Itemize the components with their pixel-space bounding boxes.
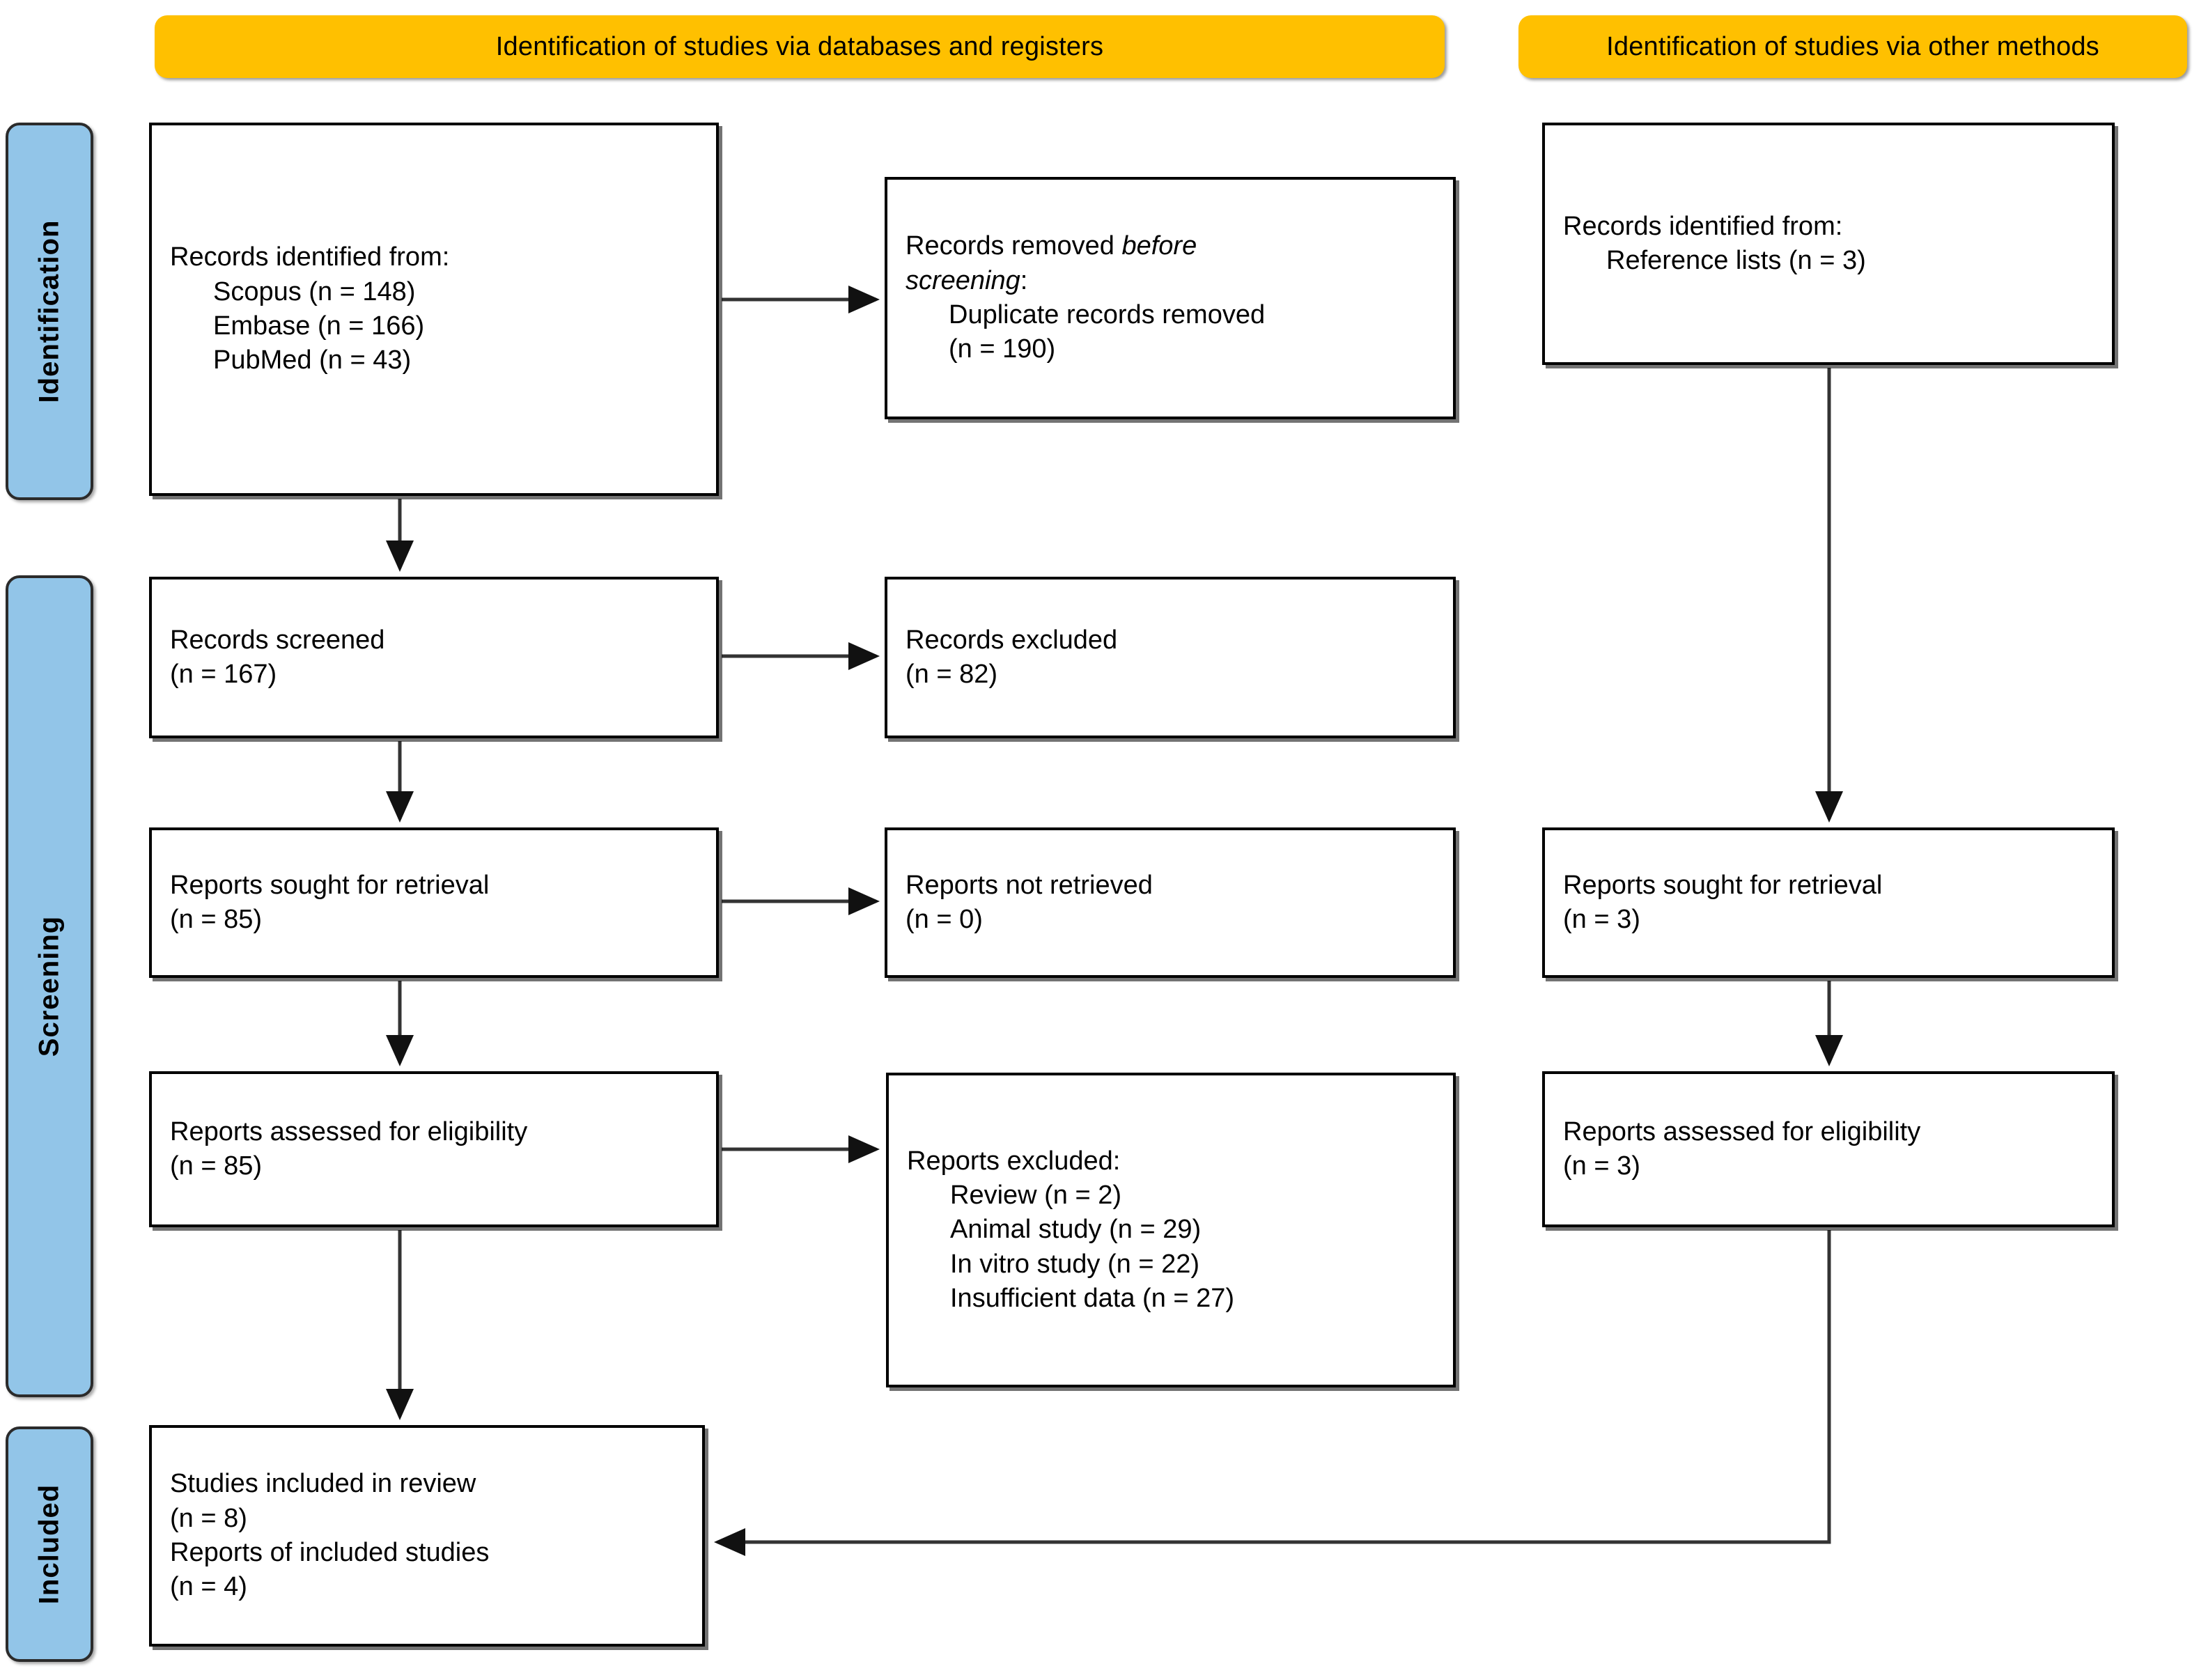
banner-other-label: Identification of studies via other meth…: [1606, 31, 2099, 61]
reports-excluded-reason-review: Review (n = 2): [950, 1180, 1122, 1210]
box-records-identified: Records identified from: Scopus (n = 148…: [149, 123, 719, 496]
studies-included-label: Studies included in review: [170, 1469, 476, 1499]
studies-included-count: (n = 8): [170, 1503, 247, 1533]
box-reports-assessed-for-eligibility: Reports assessed for eligibility (n = 85…: [149, 1071, 719, 1227]
box-reports-sought-for-retrieval: Reports sought for retrieval (n = 85): [149, 827, 719, 978]
banner-identification-databases: Identification of studies via databases …: [155, 15, 1445, 78]
box-other-reports-assessed-for-eligibility: Reports assessed for eligibility (n = 3): [1542, 1071, 2115, 1227]
reports-assessed-label: Reports assessed for eligibility: [170, 1117, 528, 1146]
other-reports-assessed-label: Reports assessed for eligibility: [1563, 1117, 1921, 1146]
stage-sidebar-screening: Screening: [6, 575, 93, 1397]
banner-databases-label: Identification of studies via databases …: [495, 31, 1104, 61]
reports-not-retrieved-label: Reports not retrieved: [906, 870, 1153, 900]
reports-of-included-studies-count: (n = 4): [170, 1572, 247, 1602]
records-excluded-count: (n = 82): [906, 660, 998, 689]
reports-excluded-reason-insufficient-data: Insufficient data (n = 27): [950, 1284, 1235, 1314]
reports-excluded-reason-in-vitro-study: In vitro study (n = 22): [950, 1249, 1199, 1279]
duplicate-records-removed-label: Duplicate records removed: [949, 300, 1266, 329]
other-records-identified-title: Records identified from:: [1563, 211, 1843, 241]
stage-label-identification: Identification: [33, 219, 65, 403]
reports-not-retrieved-count: (n = 0): [906, 905, 983, 934]
records-identified-source-embase: Embase (n = 166): [213, 311, 425, 341]
other-reports-sought-label: Reports sought for retrieval: [1563, 870, 1883, 900]
records-removed-title-emphasis-screening: screening: [906, 265, 1020, 295]
other-records-identified-reference-lists: Reference lists (n = 3): [1606, 246, 1866, 275]
reports-sought-label: Reports sought for retrieval: [170, 870, 490, 900]
other-reports-assessed-count: (n = 3): [1563, 1151, 1640, 1181]
reports-sought-count: (n = 85): [170, 905, 263, 934]
box-studies-included-in-review: Studies included in review (n = 8) Repor…: [149, 1425, 705, 1647]
duplicate-records-removed-count: (n = 190): [949, 334, 1056, 364]
records-screened-count: (n = 167): [170, 660, 277, 689]
records-identified-source-scopus: Scopus (n = 148): [213, 277, 416, 306]
records-removed-title-line1: Records removed before: [906, 229, 1435, 263]
records-removed-title-emphasis-before: before: [1121, 231, 1197, 261]
box-records-excluded: Records excluded (n = 82): [885, 577, 1456, 738]
reports-excluded-reason-animal-study: Animal study (n = 29): [950, 1215, 1202, 1245]
box-reports-not-retrieved: Reports not retrieved (n = 0): [885, 827, 1456, 978]
stage-sidebar-identification: Identification: [6, 123, 93, 500]
stage-sidebar-included: Included: [6, 1426, 93, 1662]
records-removed-title-line2: screening:: [906, 264, 1435, 298]
box-records-screened: Records screened (n = 167): [149, 577, 719, 738]
reports-excluded-title: Reports excluded:: [907, 1146, 1121, 1176]
reports-assessed-count: (n = 85): [170, 1151, 263, 1181]
other-reports-sought-count: (n = 3): [1563, 905, 1640, 934]
records-removed-title-colon: :: [1020, 265, 1028, 295]
box-other-records-identified: Records identified from: Reference lists…: [1542, 123, 2115, 365]
reports-of-included-studies-label: Reports of included studies: [170, 1538, 490, 1567]
records-screened-label: Records screened: [170, 625, 385, 655]
records-removed-title-text: Records removed: [906, 231, 1122, 261]
records-identified-source-pubmed: PubMed (n = 43): [213, 345, 412, 375]
box-records-removed-before-screening: Records removed before screening: Duplic…: [885, 177, 1456, 419]
banner-identification-other: Identification of studies via other meth…: [1518, 15, 2187, 78]
records-identified-title: Records identified from:: [170, 242, 450, 272]
stage-label-screening: Screening: [33, 915, 65, 1057]
box-other-reports-sought-for-retrieval: Reports sought for retrieval (n = 3): [1542, 827, 2115, 978]
stage-label-included: Included: [33, 1484, 65, 1605]
records-excluded-label: Records excluded: [906, 625, 1118, 655]
box-reports-excluded: Reports excluded: Review (n = 2) Animal …: [886, 1073, 1456, 1387]
